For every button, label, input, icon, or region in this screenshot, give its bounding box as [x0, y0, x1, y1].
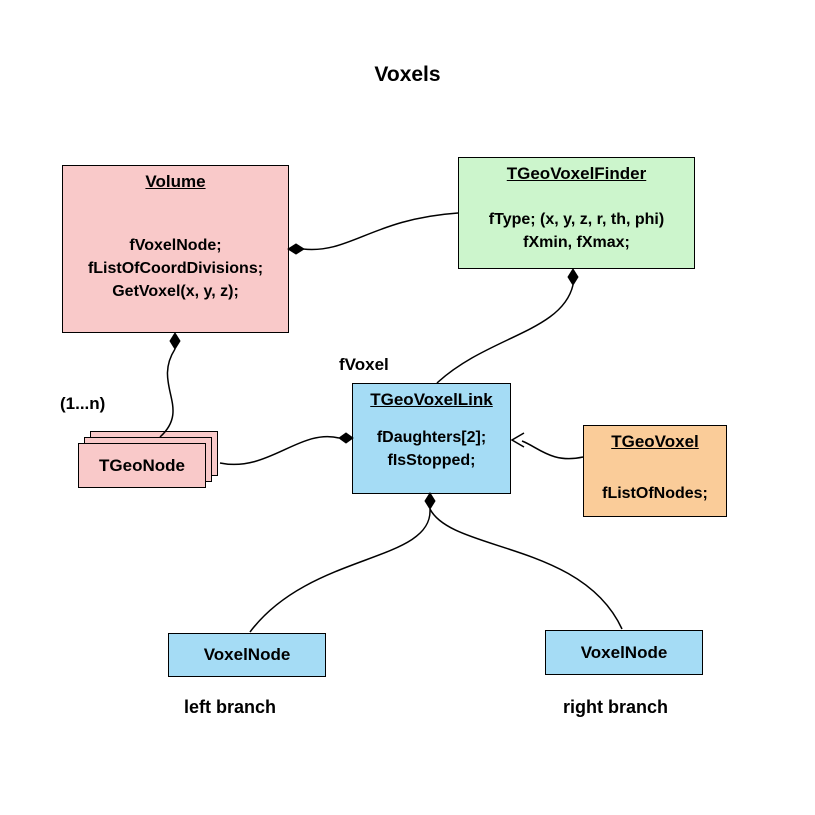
- composition-diamond-volume-bottom: [169, 332, 181, 350]
- class-members-volume: fVoxelNode; fListOfCoordDivisions; GetVo…: [63, 234, 288, 303]
- composition-diamond-link-bottom: [424, 492, 436, 510]
- member-line: fDaughters[2];: [376, 429, 487, 446]
- class-members-tgeovoxelfinder: fType; (x, y, z, r, th, phi) fXmin, fXma…: [459, 208, 694, 254]
- voxelnode-right-label: VoxelNode: [580, 642, 668, 662]
- member-line: fVoxelNode;: [129, 237, 222, 254]
- edge-voxellink-voxelnode-right: [429, 508, 623, 630]
- edge-volume-voxelfinder: [302, 212, 459, 251]
- composition-diamond-link-left: [338, 432, 354, 444]
- composition-diamond-volume-right: [287, 243, 305, 255]
- edge-voxellink-voxelnode-left: [249, 508, 431, 633]
- edge-tgeonode-voxellink: [219, 435, 340, 466]
- label-right-branch: right branch: [563, 697, 669, 717]
- box-voxelnode-left: VoxelNode: [168, 633, 326, 677]
- edge-tgeovoxel-voxellink: [521, 440, 584, 460]
- class-members-tgeovoxel: fListOfNodes;: [584, 482, 726, 505]
- box-voxelnode-right: VoxelNode: [545, 630, 703, 675]
- class-title-volume: Volume: [145, 172, 206, 191]
- voxelnode-left-label: VoxelNode: [203, 645, 291, 664]
- tgeonode-label: TGeoNode: [99, 455, 185, 475]
- member-line: fType; (x, y, z, r, th, phi): [488, 211, 665, 228]
- member-line: fListOfCoordDivisions;: [87, 260, 264, 277]
- diagram-title: Voxels: [374, 63, 441, 86]
- stack-sheet-front: TGeoNode: [78, 443, 206, 488]
- composition-diamond-finder-bottom: [567, 268, 579, 286]
- edge-voxelfinder-voxellink: [436, 284, 574, 384]
- class-box-tgeovoxel: TGeoVoxel fListOfNodes;: [583, 425, 727, 517]
- class-box-tgeovoxellink: TGeoVoxelLink fDaughters[2]; fIsStopped;: [352, 383, 511, 494]
- class-members-tgeovoxellink: fDaughters[2]; fIsStopped;: [353, 426, 510, 472]
- member-line: fIsStopped;: [387, 452, 476, 469]
- label-multiplicity: (1...n): [60, 394, 106, 413]
- label-left-branch: left branch: [184, 697, 277, 717]
- open-arrowhead-link-right: [510, 432, 525, 448]
- class-box-volume: Volume fVoxelNode; fListOfCoordDivisions…: [62, 165, 289, 333]
- class-title-tgeovoxellink: TGeoVoxelLink: [370, 390, 493, 409]
- edge-volume-tgeonode: [159, 348, 176, 438]
- class-box-tgeovoxelfinder: TGeoVoxelFinder fType; (x, y, z, r, th, …: [458, 157, 695, 269]
- stacked-box-tgeonode: TGeoNode: [78, 431, 220, 489]
- member-line: fListOfNodes;: [602, 485, 708, 502]
- member-line: fXmin, fXmax;: [523, 234, 630, 251]
- class-title-tgeovoxelfinder: TGeoVoxelFinder: [506, 164, 647, 183]
- label-fvoxel: fVoxel: [339, 355, 389, 374]
- class-title-tgeovoxel: TGeoVoxel: [611, 432, 699, 451]
- member-line: GetVoxel(x, y, z);: [112, 283, 239, 300]
